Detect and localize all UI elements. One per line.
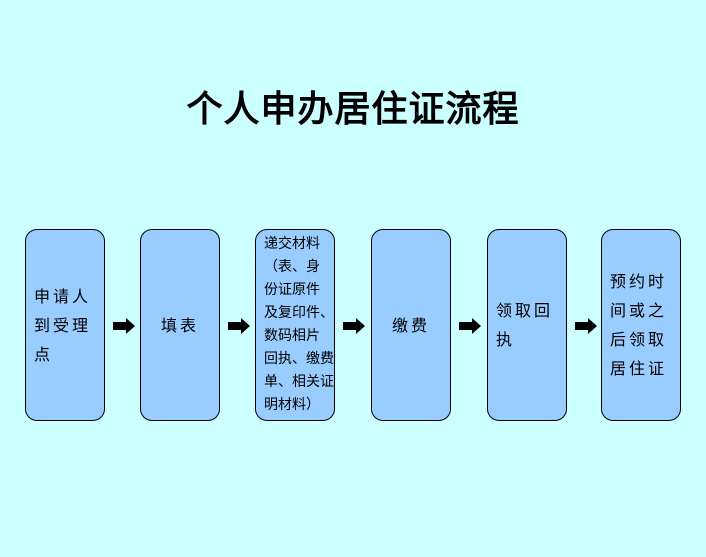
page-title: 个人申办居住证流程 [186, 88, 520, 130]
step-text-line: 及复印件、 [264, 305, 334, 321]
step-text-line: 申请人 [34, 286, 92, 306]
step-box-5: 领取回执 [487, 229, 567, 421]
arrow-right-icon [228, 318, 250, 334]
step-box-4: 缴费 [371, 229, 451, 421]
step-text-line: 单、相关证 [264, 374, 334, 390]
step-box-1: 申请人到受理点 [25, 229, 105, 421]
step-box-6: 预约时间或之后领取居住证 [601, 229, 681, 421]
step-text-line: 到受理 [34, 315, 92, 335]
step-box-3: 递交材料 （表、身份证原件及复印件、数码相片回执、缴费单、相关证明材料） [255, 229, 335, 421]
step-text-line: 后领取 [610, 330, 668, 349]
step-text-line: 回执、缴费 [264, 351, 334, 367]
step-text-line: 点 [34, 344, 54, 364]
step-text-line: 执 [496, 330, 516, 349]
step-text-line: （表、身 [264, 259, 320, 275]
step-text-line: 填表 [160, 315, 199, 335]
step-text-line: 数码相片 [264, 328, 320, 344]
step-text-line: 份证原件 [264, 282, 320, 298]
step-text-line: 间或之 [610, 301, 668, 320]
arrow-right-icon [343, 318, 365, 334]
arrow-right-icon [575, 318, 597, 334]
step-text-line: 缴费 [391, 315, 430, 335]
step-text-line: 居住证 [610, 359, 668, 378]
step-text-line: 预约时 [610, 272, 668, 291]
arrow-right-icon [459, 318, 481, 334]
arrow-right-icon [113, 318, 135, 334]
step-box-2: 填表 [140, 229, 220, 421]
step-text-line: 递交材料 [264, 236, 320, 252]
step-text-line: 明材料） [264, 397, 320, 413]
step-text-line: 领取回 [496, 301, 554, 320]
